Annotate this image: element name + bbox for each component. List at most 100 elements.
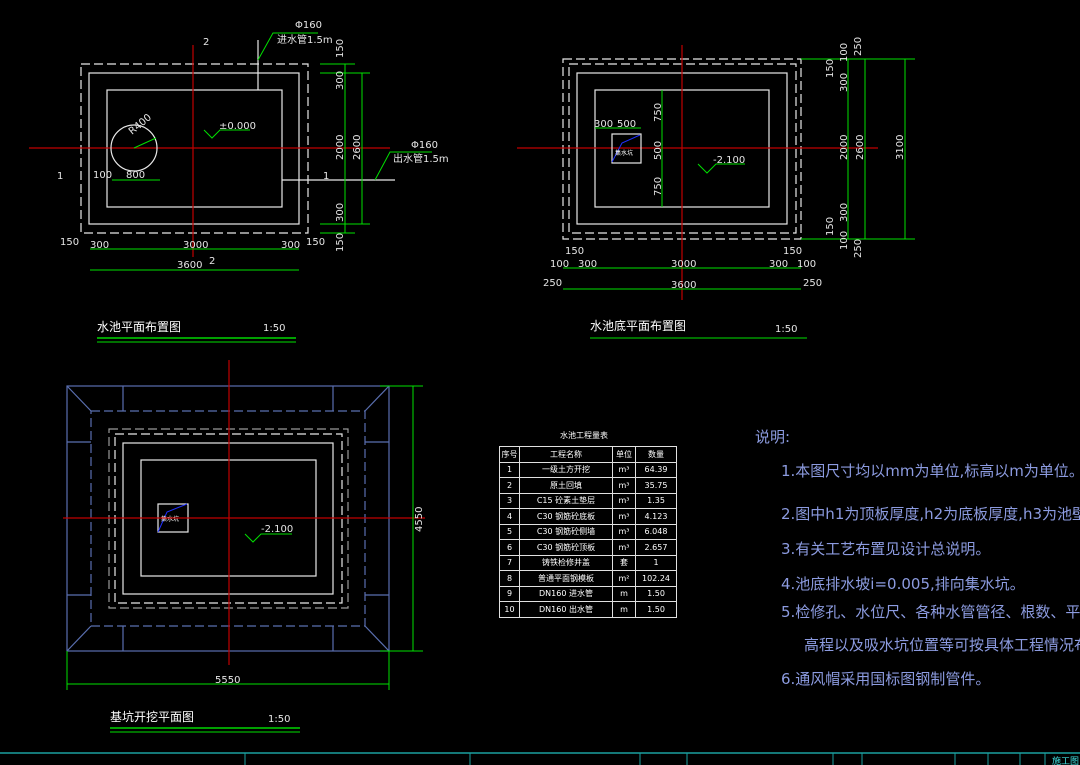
dim: 150 [825,59,836,78]
table-cell: C30 钢筋砼侧墙 [519,523,613,540]
header-cell: 单位 [612,446,636,463]
elevation-label: ±0.000 [219,121,256,132]
table-cell: 原土回填 [519,477,613,494]
radius-label: R400 [127,112,154,137]
dim: 150 [565,246,584,257]
design-notes: 说明: 1.本图尺寸均以mm为单位,标高以m为单位。 2.图中h1为顶板厚度,h… [755,428,1080,688]
dim: 150 [60,237,79,248]
note-item: 高程以及吸水坑位置等可按具体工程情况布置。 [804,636,1080,654]
table-cell: C15 砼素土垫层 [519,492,613,509]
pool-bottom-plan-view: 集水坑 -2.100 300 500 750 500 750 250 100 1… [517,37,915,339]
pool-plan-view: 2 2 1 1 Φ160 进水管1.5m Φ160 出水管1.5m R400 ±… [29,20,449,343]
dim: 300 [281,240,300,251]
header-cell: 数量 [635,446,677,463]
note-item: 5.检修孔、水位尺、各种水管管径、根数、平面位置、 [781,603,1080,621]
dim: 750 [653,177,664,196]
table-header-row: 序号 工程名称 单位 数量 [499,446,677,463]
table-cell: 套 [612,554,636,571]
sump-pit [611,133,642,164]
dim: 100 [797,259,816,270]
table-cell: 102.24 [635,570,677,587]
dim: 2000 [839,135,850,160]
table-cell: 3 [499,492,520,509]
table-cell: 10 [499,601,520,618]
dim: 300 [335,71,346,90]
dim: 250 [853,37,864,56]
manhole-circle [110,124,158,172]
dim: 100 [839,231,850,250]
notes-heading: 说明: [755,428,790,446]
dim: 100 [93,170,112,181]
table-cell: DN160 进水管 [519,585,613,602]
section-mark: 2 [209,256,215,267]
dim: 3600 [177,260,202,271]
table-cell: C30 钢筋砼底板 [519,508,613,525]
dim: 3000 [671,259,696,270]
dim: 3100 [895,135,906,160]
drawing-scale: 1:50 [268,714,290,725]
drawing-title: 水池底平面布置图 [590,318,686,333]
outlet-diameter: Φ160 [411,140,438,151]
table-cell: 4 [499,508,520,525]
dim: 300 [594,119,613,130]
table-cell: 1.50 [635,601,677,618]
outlet-label: 出水管1.5m [393,152,449,165]
section-mark: 1 [57,171,63,182]
height-dim: 4550 [414,507,425,532]
dim: 100 [550,259,569,270]
header-cell: 序号 [499,446,520,463]
table-cell: 一级土方开挖 [519,461,613,478]
table-cell: m³ [612,539,636,556]
dim: 3600 [671,280,696,291]
table-cell: 1.35 [635,492,677,509]
dim: 150 [306,237,325,248]
dim: 300 [769,259,788,270]
quantity-table-title: 水池工程量表 [560,431,608,440]
table-cell: m³ [612,492,636,509]
drawing-title: 水池平面布置图 [97,320,181,334]
table-cell: 7 [499,554,520,571]
table-cell: m [612,601,636,618]
table-cell: m [612,585,636,602]
dim: 2600 [855,135,866,160]
table-cell: m² [612,570,636,587]
inlet-label: 进水管1.5m [277,33,333,46]
table-cell: m³ [612,508,636,525]
elevation-label: -2.100 [261,524,293,535]
dim: 250 [803,278,822,289]
drawing-scale: 1:50 [775,324,797,335]
table-cell: 8 [499,570,520,587]
dim: 3000 [183,240,208,251]
dim: 300 [335,203,346,222]
table-cell: m³ [612,477,636,494]
table-cell: 35.75 [635,477,677,494]
dim: 150 [335,233,346,252]
dim: 250 [543,278,562,289]
dim: 100 [839,43,850,62]
section-mark: 2 [203,37,209,48]
table-cell: DN160 出水管 [519,601,613,618]
table-cell: 2.657 [635,539,677,556]
excavation-plan-view: 集水坑 -2.100 4550 5550 基坑开挖平面图 1:50 [63,360,425,733]
title-block: 施工图 [0,752,1080,765]
table-cell: 2 [499,477,520,494]
note-item: 4.池底排水坡i=0.005,排向集水坑。 [781,575,1025,593]
dim: 150 [335,39,346,58]
dim: 300 [90,240,109,251]
dim: 500 [653,141,664,160]
table-cell: 6.048 [635,523,677,540]
dim: 250 [853,239,864,258]
dim: 150 [825,217,836,236]
table-cell: 4.123 [635,508,677,525]
pit-label: 集水坑 [615,149,633,157]
